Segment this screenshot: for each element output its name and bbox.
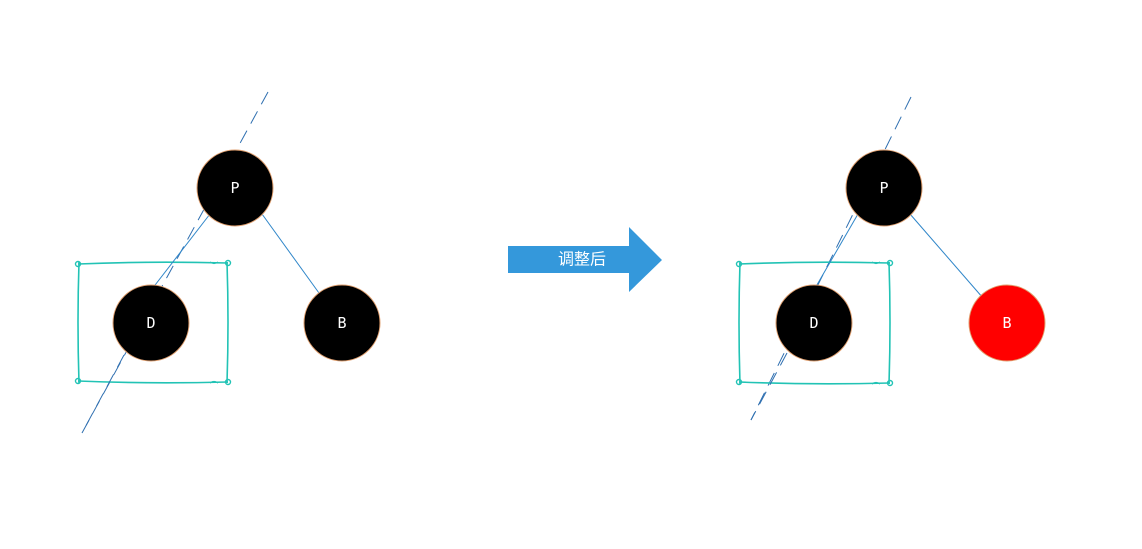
before-dashed-axis-over-d <box>81 354 125 434</box>
before-node-b-circle <box>303 284 381 362</box>
after-node-d: D <box>775 284 853 362</box>
arrow-label: 调整后 <box>558 250 606 269</box>
before-node-d-circle <box>112 284 190 362</box>
after-node-p: P <box>845 149 923 227</box>
after-node-b-circle <box>968 284 1046 362</box>
before-tree: P D B <box>74 91 381 434</box>
before-node-d-label: D <box>146 314 155 332</box>
after-node-b: B <box>968 284 1046 362</box>
before-node-b: B <box>303 284 381 362</box>
after-dashed-axis <box>750 96 912 421</box>
transition-arrow: 调整后 <box>508 227 662 292</box>
after-tree: P D B <box>735 96 1046 421</box>
before-node-p-circle <box>196 149 274 227</box>
after-node-d-label: D <box>809 314 818 332</box>
after-edge-p-d <box>813 213 859 291</box>
before-highlight-box <box>74 259 232 386</box>
arrow-shape <box>508 227 662 292</box>
before-edge-p-b <box>261 213 320 294</box>
after-node-b-label: B <box>1002 314 1011 332</box>
after-dashed-axis-over-d <box>750 352 788 421</box>
after-node-d-circle <box>775 284 853 362</box>
before-node-p-label: P <box>230 179 239 197</box>
before-node-d: D <box>112 284 190 362</box>
before-node-p: P <box>196 149 274 227</box>
before-node-b-label: B <box>337 314 346 332</box>
after-edge-p-b <box>909 213 984 299</box>
after-highlight-box <box>735 259 894 387</box>
after-node-p-label: P <box>879 179 888 197</box>
after-node-p-circle <box>845 149 923 227</box>
before-edge-p-d <box>151 213 211 290</box>
